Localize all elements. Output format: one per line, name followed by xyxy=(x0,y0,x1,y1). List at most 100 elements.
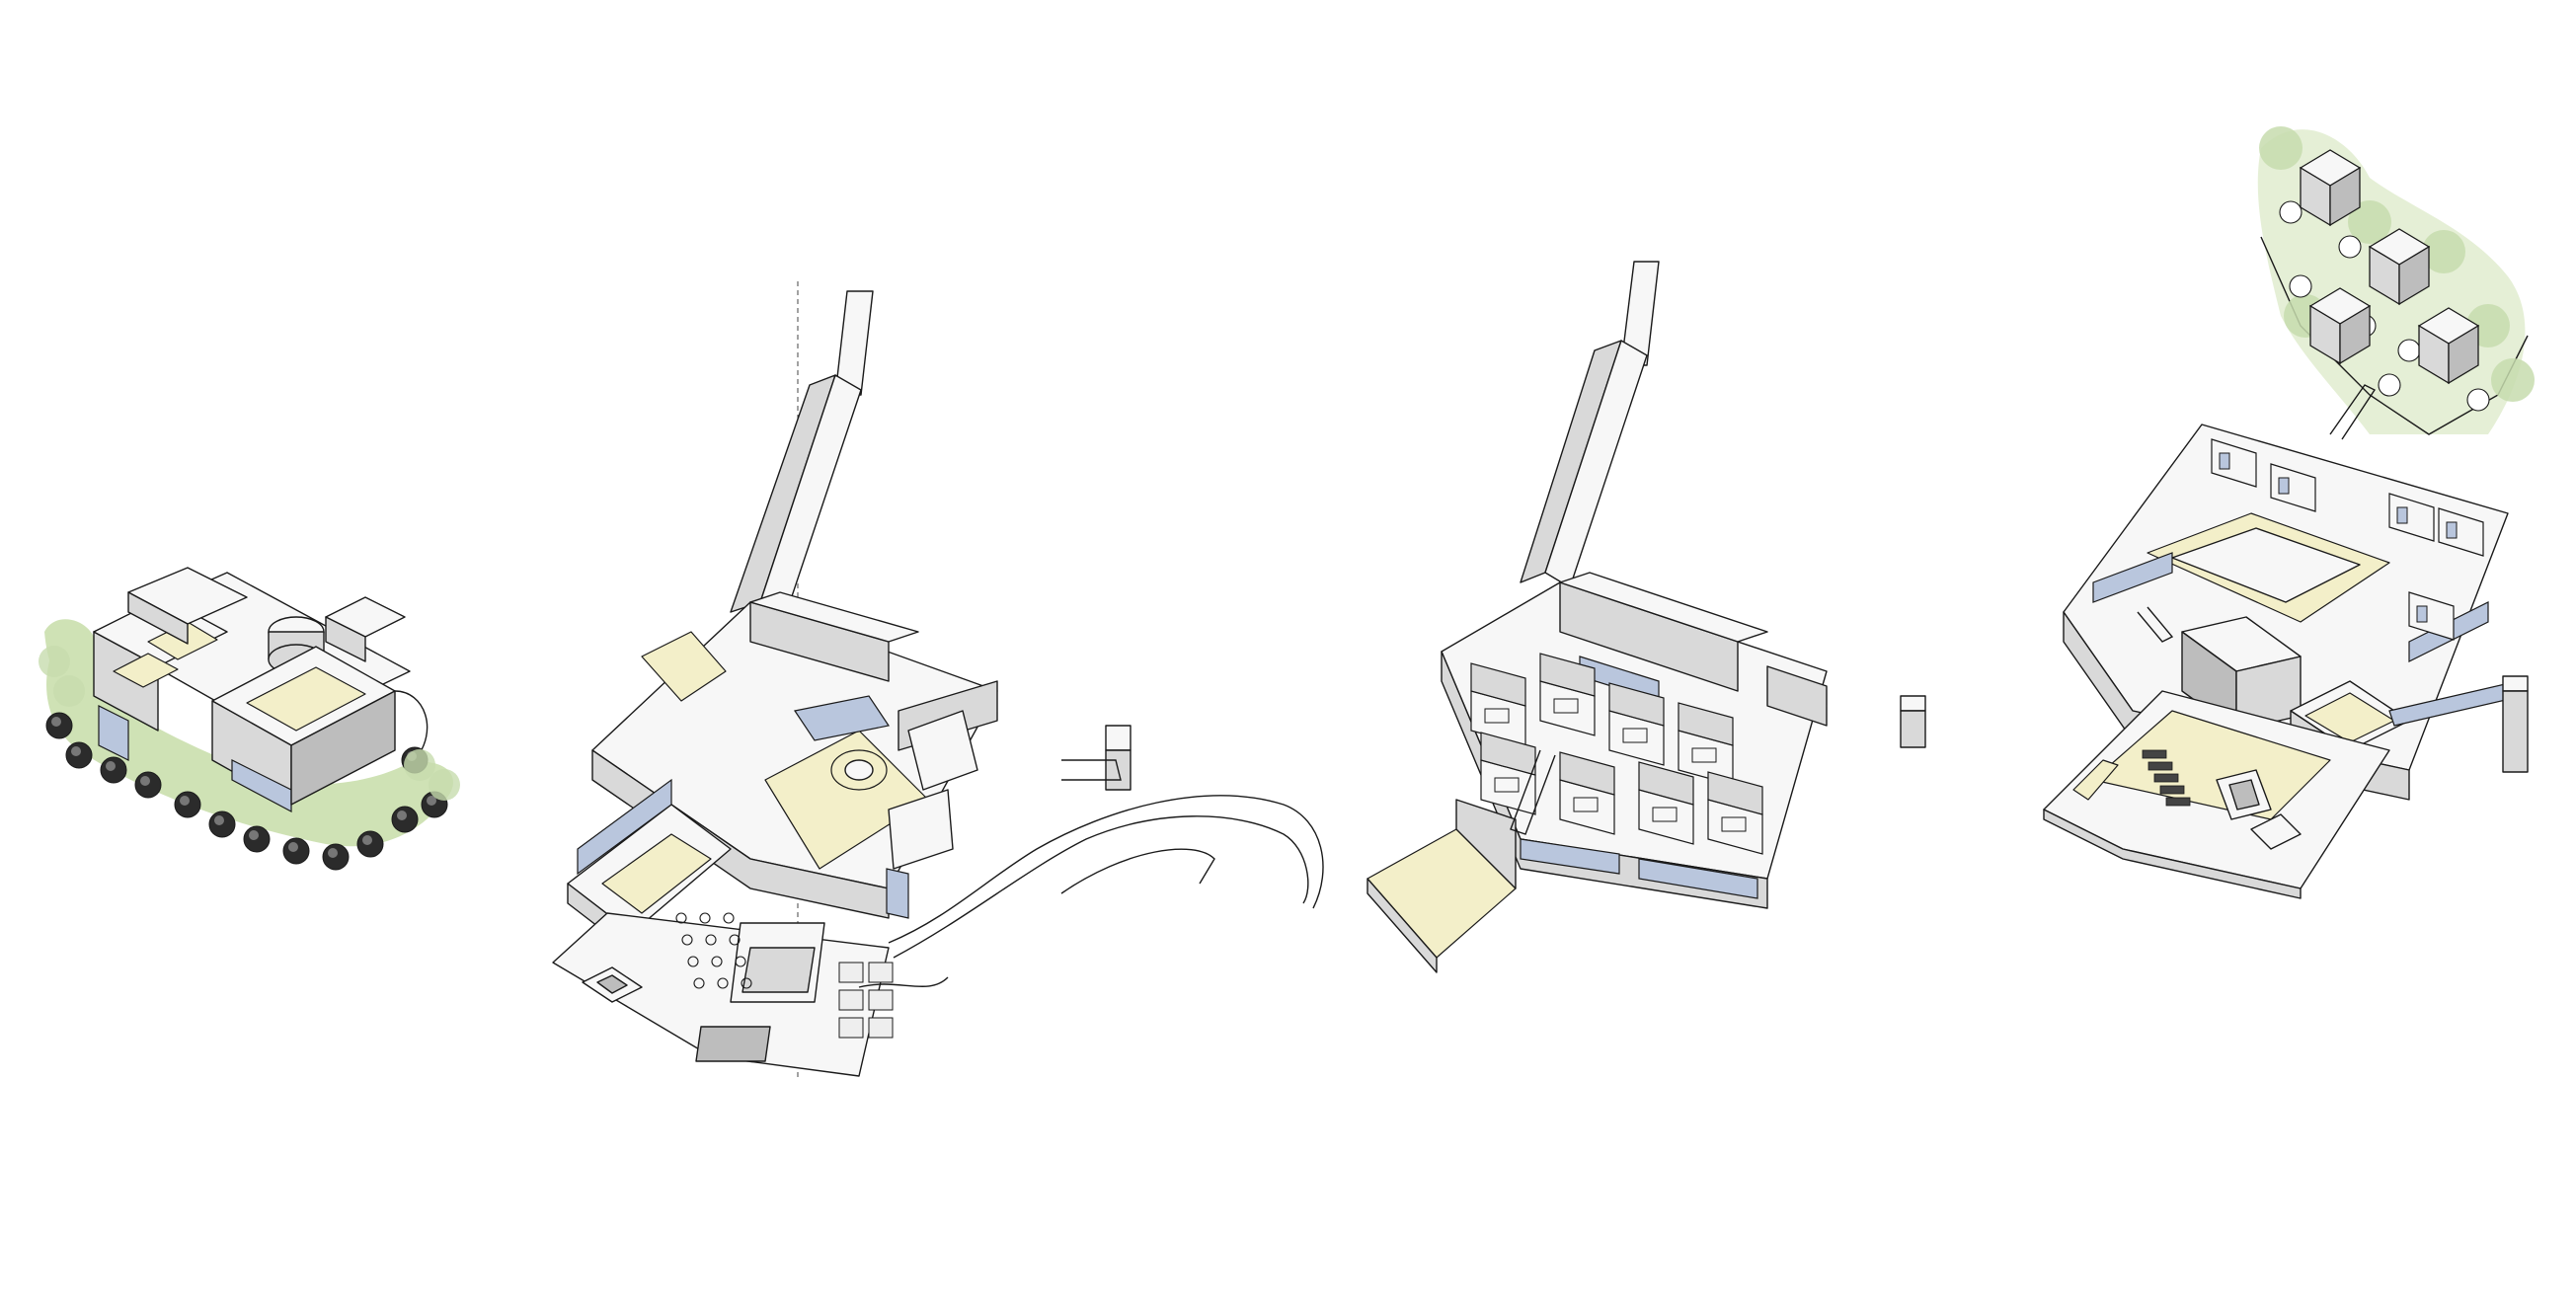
roof-room xyxy=(2211,438,2257,488)
east-wing-wall xyxy=(325,616,366,662)
bed-icon xyxy=(1573,797,1599,812)
planter-box xyxy=(838,962,864,983)
planter-box xyxy=(868,962,894,983)
tree-highlight xyxy=(180,796,190,806)
tree-icon xyxy=(2348,200,2391,244)
chair-icon xyxy=(687,956,699,967)
bed-icon xyxy=(1691,747,1717,763)
window-icon xyxy=(2446,521,2458,539)
roof-level-drawing xyxy=(2043,126,2535,899)
roof-stair xyxy=(2137,606,2174,643)
bed-icon xyxy=(1652,807,1678,822)
round-table-inner xyxy=(844,759,874,781)
roof-room xyxy=(2438,507,2484,557)
roof-room xyxy=(2408,591,2455,641)
bridge-tower-wall xyxy=(2502,690,2529,773)
ground-level-drawing xyxy=(39,567,460,871)
tree-plan-icon xyxy=(2397,339,2421,362)
landscape-lawn-west xyxy=(44,619,99,711)
cabin-cluster xyxy=(2299,149,2480,385)
residential-level-drawing xyxy=(1366,261,1926,973)
landscape-lawn xyxy=(46,647,453,847)
planter-box xyxy=(838,1017,864,1039)
tree-plan-icon xyxy=(2466,388,2490,412)
chair-icon xyxy=(681,934,693,946)
window-icon xyxy=(2278,477,2290,495)
window-icon xyxy=(2219,452,2230,470)
tree-highlight xyxy=(249,830,259,840)
tree-highlight xyxy=(140,776,150,786)
stair-internal xyxy=(1510,749,1556,835)
roof-glass-west xyxy=(2092,552,2173,603)
tree-highlight xyxy=(214,815,224,825)
cantilever-floor xyxy=(601,833,712,914)
tree-plan-icon xyxy=(2378,373,2401,397)
landing-strip xyxy=(2072,759,2119,801)
bed-icon xyxy=(1721,816,1747,832)
landing-grid xyxy=(2142,749,2191,807)
bedroom-partition xyxy=(1559,751,1615,796)
glazing-ground xyxy=(231,759,292,812)
tree-icon xyxy=(2491,358,2535,402)
landing-furniture xyxy=(2250,813,2302,850)
chair-icon xyxy=(723,912,735,924)
planter-box xyxy=(868,1017,894,1039)
window-icon xyxy=(2396,506,2408,524)
chair-icon xyxy=(711,956,723,967)
roof-room xyxy=(2388,493,2435,542)
shrub-icon xyxy=(53,675,85,707)
window-icon xyxy=(2416,605,2428,623)
bed-icon xyxy=(1494,777,1520,793)
tree-icon xyxy=(2259,126,2303,170)
shrub-icon xyxy=(429,769,460,801)
chair-icon xyxy=(699,912,711,924)
stair-tower-2 xyxy=(1620,261,1660,366)
landing-pad-inner xyxy=(2228,779,2260,810)
tree-icon xyxy=(2422,230,2465,273)
bed-icon xyxy=(1484,708,1510,724)
tree-highlight xyxy=(397,810,407,820)
bench-icon xyxy=(2142,749,2167,759)
bedroom-wall-top xyxy=(1559,572,1768,643)
gatehouse-path xyxy=(1061,759,1122,781)
driveway-ribbon-return xyxy=(1060,848,1215,894)
north-wing-wall xyxy=(127,591,189,645)
chair-icon xyxy=(705,934,717,946)
tree-highlight xyxy=(51,717,61,727)
bench-icon xyxy=(2159,785,2185,795)
tree-highlight xyxy=(288,842,298,852)
bedroom-glass-east xyxy=(1638,858,1758,899)
bedroom-partition xyxy=(1638,761,1694,806)
shrub-icon xyxy=(39,646,70,677)
tree-plan-icon xyxy=(2338,235,2362,259)
detached-pavilion xyxy=(1900,695,1926,712)
bedroom-partition xyxy=(1678,702,1734,746)
cabin-wall-side xyxy=(2398,245,2430,306)
bench-icon xyxy=(2147,761,2173,771)
bedroom-glass-south xyxy=(1520,838,1620,875)
roof-rooms xyxy=(2211,438,2484,641)
cabin-wall-side xyxy=(2329,166,2361,227)
chair-icon xyxy=(729,934,741,946)
bedroom-cells xyxy=(1470,653,1763,855)
terrace-back-wall xyxy=(1455,799,1517,889)
east-room-a xyxy=(907,710,978,791)
floor-plate-edge xyxy=(591,749,890,919)
gatehouse xyxy=(1105,725,1132,751)
entrance-level-drawing xyxy=(552,281,1324,1081)
parking-grid xyxy=(838,962,894,1039)
stair-tower xyxy=(834,290,874,396)
hillside-stair xyxy=(2329,384,2377,440)
roof-terrace-inset xyxy=(2171,527,2361,603)
roof-room xyxy=(2270,463,2316,512)
east-room-b xyxy=(888,789,954,870)
glass-pool xyxy=(794,695,890,741)
chair-icon xyxy=(693,977,705,989)
tree-highlight xyxy=(71,746,81,756)
chair-icon xyxy=(741,977,752,989)
fountain-inner xyxy=(596,974,628,994)
bench-icon xyxy=(2153,773,2179,783)
tree-row xyxy=(39,646,460,871)
bed-icon xyxy=(1553,698,1579,714)
